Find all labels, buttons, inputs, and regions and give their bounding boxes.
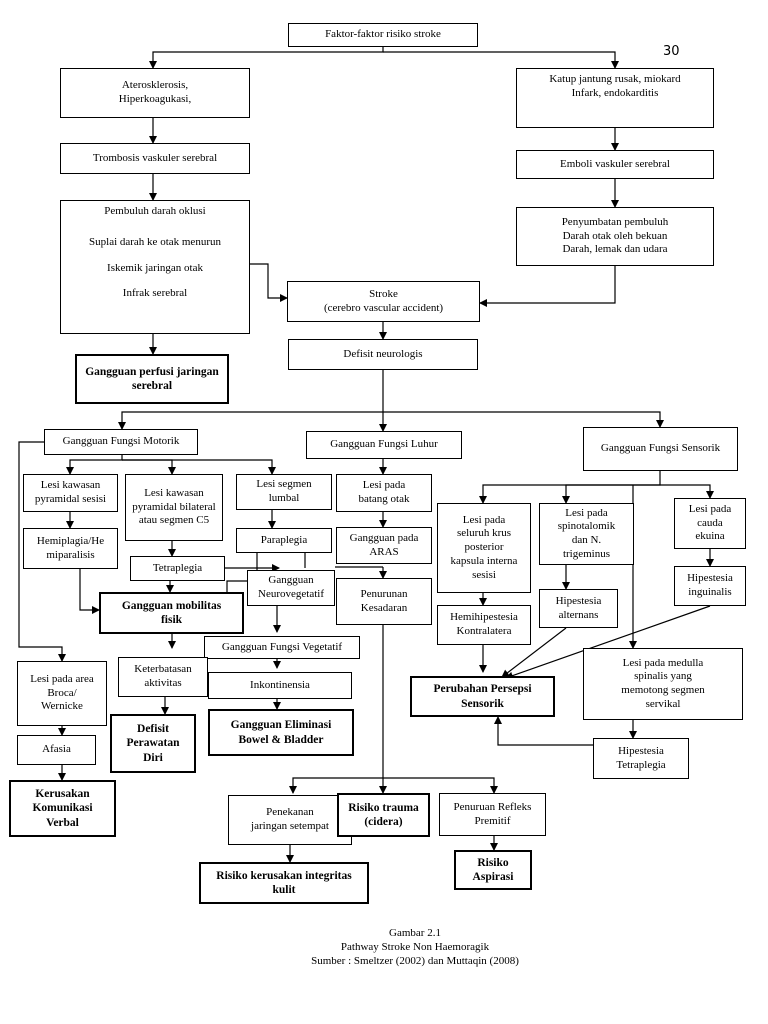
node-penyumbatan: Penyumbatan pembuluh Darah otak oleh bek… [516, 207, 714, 266]
node-hemihipestesia: Hemihipestesia Kontralatera [437, 605, 531, 645]
figure-caption-number: Gambar 2.1 [389, 927, 441, 939]
edge [122, 459, 276, 475]
node-tetraplegia: Tetraplegia [130, 556, 225, 581]
node-defisit-neurologis: Defisit neurologis [288, 339, 478, 370]
node-gangguan-sensorik: Gangguan Fungsi Sensorik [583, 427, 738, 471]
edge [383, 411, 664, 428]
node-gangguan-vegetatif: Gangguan Fungsi Vegetatif [204, 636, 360, 659]
node-stroke: Stroke (cerebro vascular accident) [287, 281, 480, 322]
node-gangguan-aras: Gangguan pada ARAS [336, 527, 432, 564]
node-lesi-cauda: Lesi pada cauda ekuina [674, 498, 746, 549]
edge [250, 263, 288, 302]
node-emboli: Emboli vaskuler serebral [516, 150, 714, 179]
node-lesi-lumbal: Lesi segmen lumbal [236, 474, 332, 510]
node-inkontinensia: Inkontinensia [208, 672, 352, 699]
node-defisit-perawatan: Defisit Perawatan Diri [110, 714, 196, 773]
node-penekanan-jaringan: Penekanan jaringan setempat [228, 795, 352, 845]
node-gangguan-neurovegetatif: Gangguan Neurovegetatif [247, 570, 335, 606]
edge [479, 266, 616, 307]
node-lesi-pyramidal-sesisi: Lesi kawasan pyramidal sesisi [23, 474, 118, 512]
edge [79, 569, 100, 614]
node-gangguan-luhur: Gangguan Fungsi Luhur [306, 431, 462, 459]
page-number: 30 [663, 44, 680, 59]
figure-caption-source: Sumber : Smeltzer (2002) dan Muttaqin (2… [311, 955, 519, 967]
node-hipestesia-inguinalis: Hipestesia inguinalis [674, 566, 746, 606]
edge [660, 484, 714, 499]
edge [118, 370, 384, 430]
node-lesi-pyramidal-bilateral: Lesi kawasan pyramidal bilateral atau se… [125, 474, 223, 541]
edge [562, 484, 660, 504]
node-risiko-aspirasi: Risiko Aspirasi [454, 850, 532, 890]
edge [383, 51, 619, 69]
node-penurunan-refleks: Penuruan Refleks Premitif [439, 793, 546, 836]
node-suplai-darah: Suplai darah ke otak menurun [89, 236, 221, 248]
node-iskemik: Iskemik jaringan otak [107, 262, 203, 274]
edge [66, 455, 123, 475]
node-lesi-medulla: Lesi pada medulla spinalis yang memotong… [583, 648, 743, 720]
edge [18, 441, 66, 662]
node-penurunan-kesadaran: Penurunan Kesadaran [336, 578, 432, 625]
node-afasia: Afasia [17, 735, 96, 765]
node-hipestesia-tetraplegia: Hipestesia Tetraplegia [593, 738, 689, 779]
node-risiko-integritas-kulit: Risiko kerusakan integritas kulit [199, 862, 369, 904]
node-gangguan-perfusi: Gangguan perfusi jaringan serebral [75, 354, 229, 404]
node-lesi-krus: Lesi pada seluruh krus posterior kapsula… [437, 503, 531, 593]
node-infrak-serebral: Infrak serebral [122, 287, 188, 299]
edge [505, 605, 711, 680]
node-perubahan-persepsi: Perubahan Persepsi Sensorik [410, 676, 555, 717]
edge [501, 627, 567, 678]
edge [149, 47, 384, 69]
edge [122, 459, 176, 475]
node-lesi-broca: Lesi pada area Broca/ Wernicke [17, 661, 107, 726]
node-katup-jantung: Katup jantung rusak, miokard Infark, end… [516, 68, 714, 128]
node-hemiplegia: Hemiplagia/He miparalisis [23, 528, 118, 569]
node-trombosis: Trombosis vaskuler serebral [60, 143, 250, 174]
node-gangguan-eliminasi: Gangguan Eliminasi Bowel & Bladder [208, 709, 354, 756]
node-kerusakan-komunikasi: Kerusakan Komunikasi Verbal [9, 780, 116, 837]
node-keterbatasan-aktivitas: Keterbatasan aktivitas [118, 657, 208, 697]
edge [494, 716, 593, 746]
edge [383, 777, 498, 794]
node-pembuluh-group [60, 200, 250, 334]
node-gangguan-motorik: Gangguan Fungsi Motorik [44, 429, 198, 455]
figure-caption-title: Pathway Stroke Non Haemoragik [340, 941, 490, 953]
node-aterosklerosis: Aterosklerosis, Hiperkoagukasi, [60, 68, 250, 118]
node-faktor-risiko: Faktor-faktor risiko stroke [288, 23, 478, 47]
node-risiko-trauma: Risiko trauma (cidera) [337, 793, 430, 837]
node-lesi-spinotalamik: Lesi pada spinotalomik dan N. trigeminus [539, 503, 634, 565]
node-pembuluh-oklusi: Pembuluh darah oklusi [104, 205, 206, 217]
node-gangguan-mobilitas: Gangguan mobilitas fisik [99, 592, 244, 634]
node-lesi-batang-otak: Lesi pada batang otak [336, 474, 432, 512]
edge [289, 625, 384, 794]
node-paraplegia: Paraplegia [236, 528, 332, 553]
node-hipestesia-alternans: Hipestesia alternans [539, 589, 618, 628]
